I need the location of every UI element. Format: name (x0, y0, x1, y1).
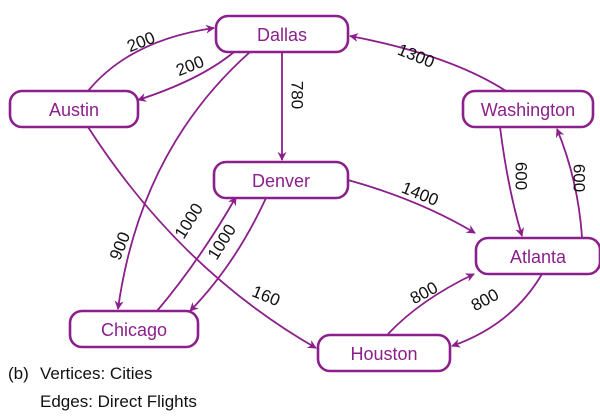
node-houston: Houston (316, 333, 452, 373)
edge-austin-to-dallas (87, 24, 215, 92)
caption-edges: Edges: Direct Flights (40, 392, 197, 411)
edge-dallas-to-chicago (114, 51, 251, 310)
node-box (474, 236, 600, 276)
node-label: Austin (49, 100, 99, 120)
edge-weight-washington-to-atlanta: 600 (512, 162, 531, 190)
node-chicago: Chicago (68, 309, 200, 349)
edge-houston-to-atlanta (387, 273, 475, 335)
node-label: Chicago (101, 320, 167, 340)
node-box (214, 14, 350, 54)
node-box (212, 160, 350, 200)
caption-vertices: Vertices: Cities (40, 364, 153, 383)
edge-weight-austin-to-houston: 160 (249, 282, 282, 310)
edge-weight-atlanta-to-houston: 800 (468, 285, 502, 315)
node-washington: Washington (461, 89, 595, 129)
node-box (68, 309, 200, 349)
edge-weight-dallas-to-austin: 200 (173, 52, 206, 80)
node-box (316, 333, 452, 373)
node-box (461, 89, 595, 129)
edge-weight-austin-to-dallas: 200 (124, 28, 157, 56)
node-denver: Denver (212, 160, 350, 200)
edge-weight-dallas-to-chicago: 900 (106, 229, 134, 262)
node-dallas: Dallas (214, 14, 350, 54)
edge-denver-to-atlanta (347, 179, 476, 234)
node-atlanta: Atlanta (474, 236, 600, 276)
edge-weight-chicago-to-denver: 1000 (171, 200, 207, 242)
node-label: Denver (252, 171, 310, 191)
caption-prefix: (b) (8, 364, 29, 383)
edge-weight-atlanta-to-washington: 600 (570, 164, 589, 192)
edge-weight-houston-to-atlanta: 800 (407, 278, 441, 308)
edge-washington-to-atlanta (499, 126, 524, 237)
node-label: Washington (481, 100, 575, 120)
edge-atlanta-to-washington (555, 128, 583, 238)
node-label: Houston (350, 344, 417, 364)
edge-weight-dallas-to-denver: 780 (288, 81, 307, 109)
edge-dallas-to-austin (137, 51, 235, 102)
node-label: Dallas (257, 25, 307, 45)
edge-austin-to-houston (87, 126, 317, 349)
node-box (8, 89, 140, 129)
edge-atlanta-to-houston (451, 273, 543, 348)
edge-washington-to-dallas (349, 33, 507, 92)
node-austin: Austin (8, 89, 140, 129)
edge-weight-washington-to-dallas: 1300 (395, 40, 437, 72)
edge-denver-to-chicago (189, 197, 267, 312)
node-label: Atlanta (510, 247, 567, 267)
edge-chicago-to-denver (156, 196, 237, 312)
